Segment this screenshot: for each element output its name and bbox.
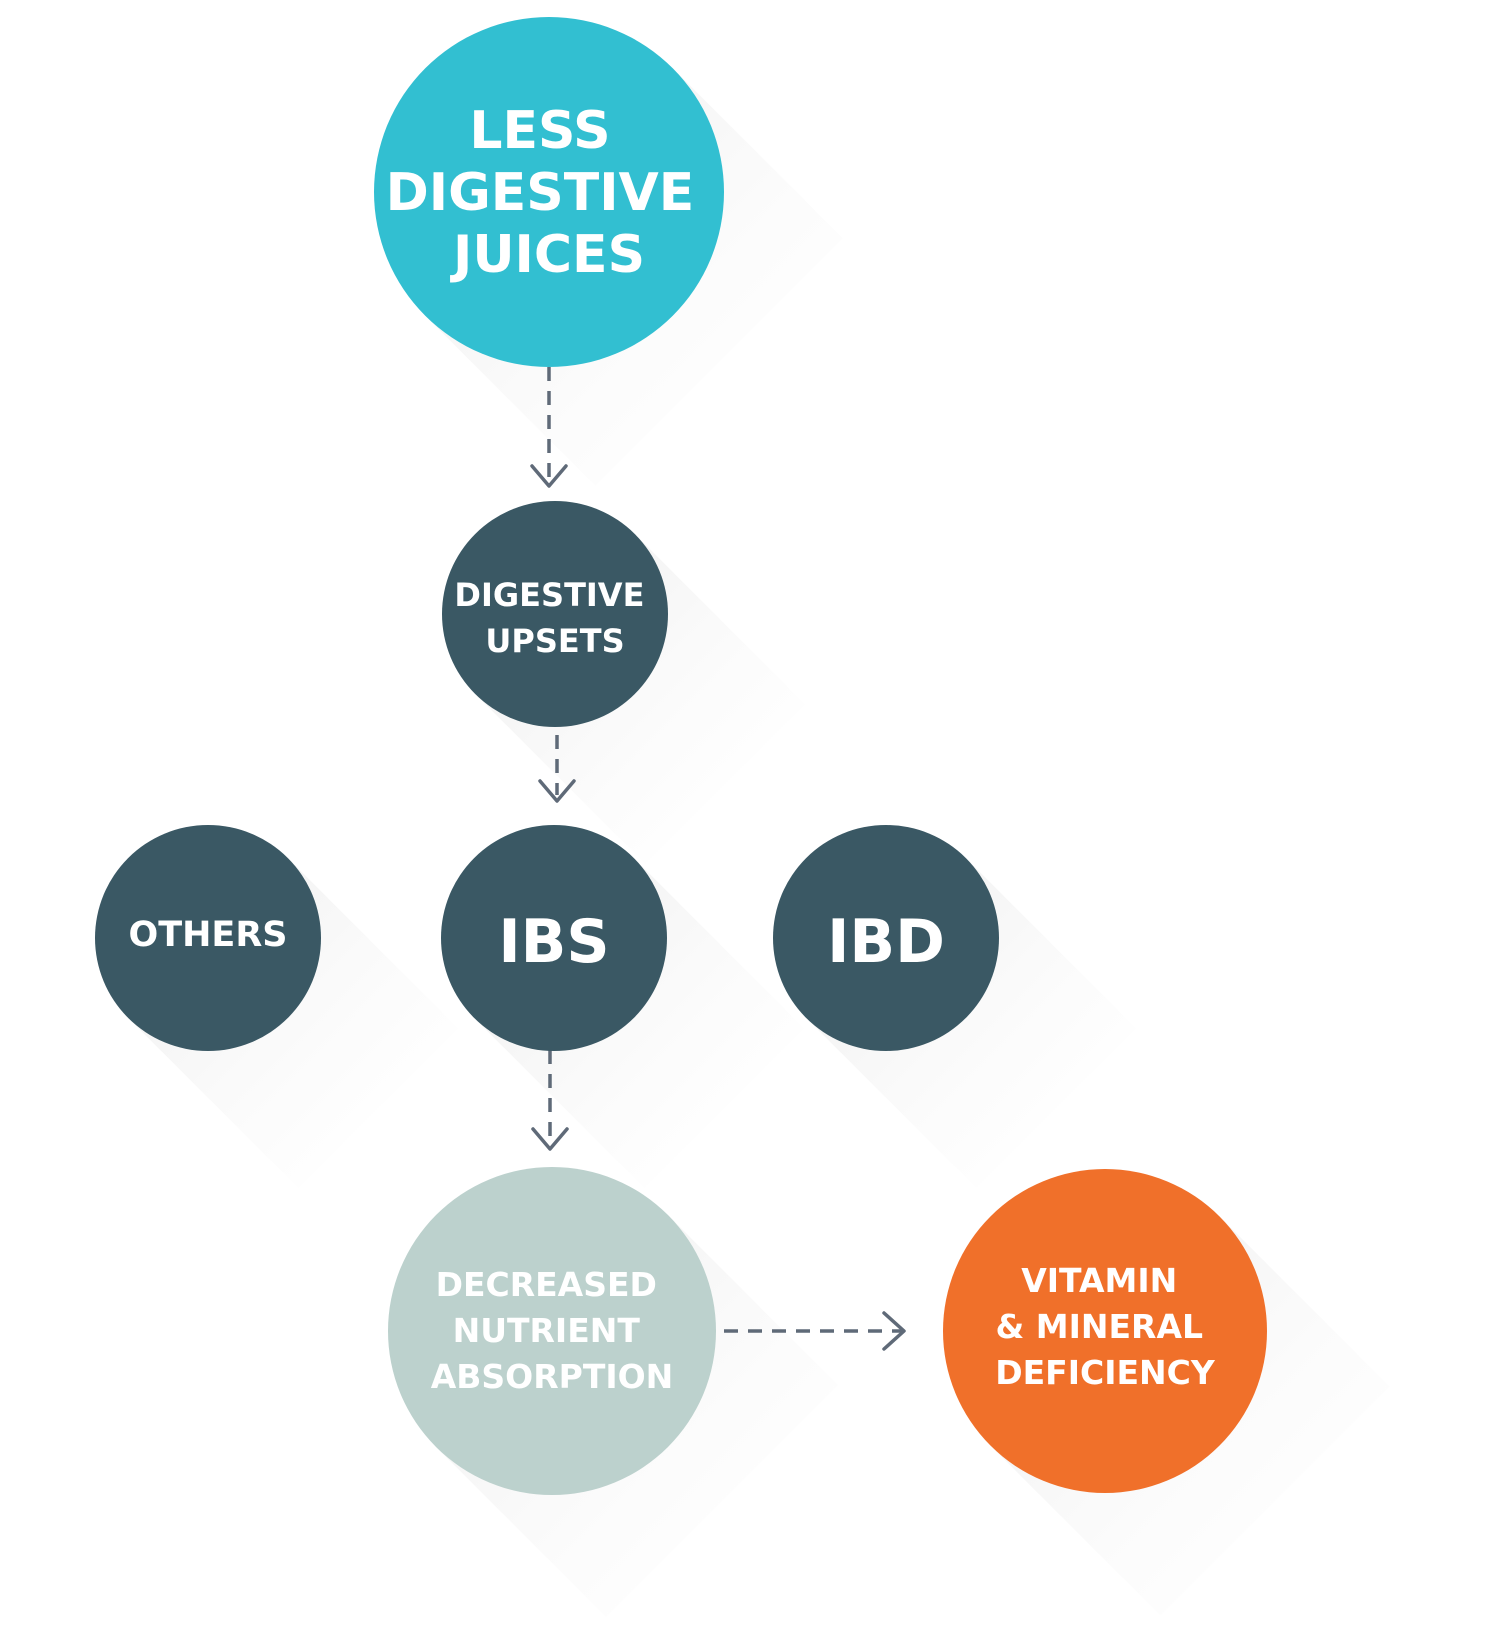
node-label: DIGESTIVE UPSETS — [454, 576, 655, 660]
arrow-absorption-to-deficiency — [724, 1311, 906, 1351]
node-label: LESS DIGESTIVE JUICES — [386, 101, 713, 285]
node-circle — [442, 501, 668, 727]
node-circle — [773, 825, 999, 1051]
node-circle — [95, 825, 321, 1051]
arrow-juices-to-upsets — [530, 367, 568, 488]
node-label: OTHERS — [129, 915, 288, 955]
node-circle — [943, 1169, 1267, 1493]
node-circle — [388, 1167, 716, 1495]
node-label: DECREASED NUTRIENT ABSORPTION — [431, 1265, 674, 1396]
arrow-ibs-to-absorption — [531, 1050, 569, 1151]
node-vitamin-mineral-deficiency: VITAMIN & MINERAL DEFICIENCY — [943, 1169, 1267, 1493]
node-ibs: IBS — [441, 825, 667, 1051]
node-decreased-nutrient-absorption: DECREASED NUTRIENT ABSORPTION — [388, 1167, 716, 1495]
node-circle — [441, 825, 667, 1051]
node-less-digestive-juices: LESS DIGESTIVE JUICES — [374, 17, 724, 367]
arrow-upsets-to-ibs — [538, 735, 576, 803]
node-label: IBD — [827, 907, 945, 977]
node-digestive-upsets: DIGESTIVE UPSETS — [442, 501, 668, 727]
node-label: VITAMIN & MINERAL DEFICIENCY — [995, 1261, 1216, 1392]
node-circle — [374, 17, 724, 367]
node-ibd: IBD — [773, 825, 999, 1051]
node-others: OTHERS — [95, 825, 321, 1051]
node-label: IBS — [498, 907, 609, 977]
